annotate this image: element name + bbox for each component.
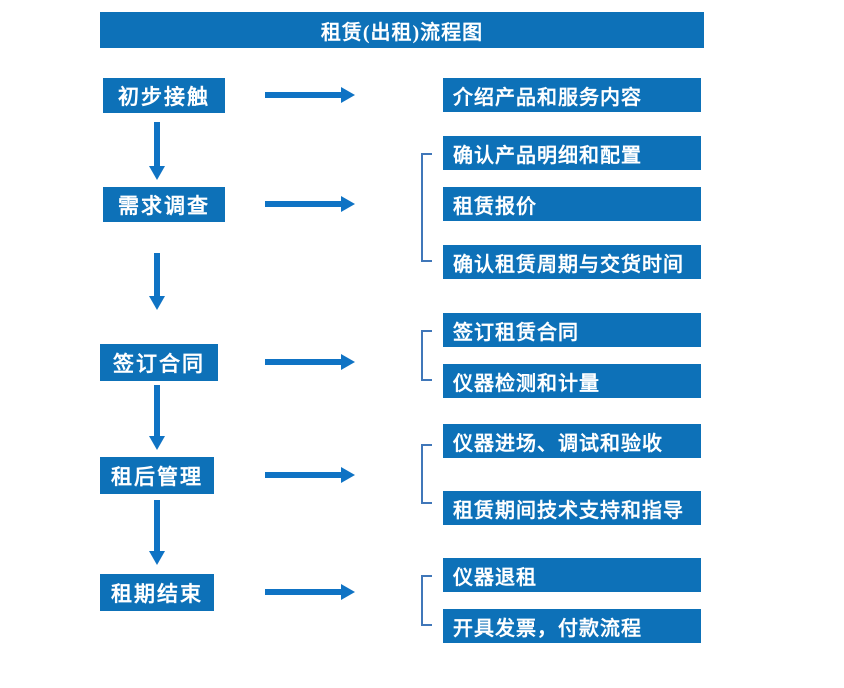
detail-box-tech-support: 租赁期间技术支持和指导	[443, 491, 701, 525]
arrow-down-line-2	[154, 253, 160, 296]
arrow-down-icon-3	[149, 436, 165, 450]
detail-box-confirm-config: 确认产品明细和配置	[443, 136, 701, 170]
step-box-initial-contact: 初步接触	[103, 78, 225, 113]
arrow-right-icon-1	[341, 87, 355, 103]
step-box-demand-survey: 需求调查	[103, 187, 225, 222]
detail-box-invoice-payment: 开具发票，付款流程	[443, 609, 701, 643]
bracket-post-rental-details	[421, 444, 432, 504]
bracket-demand-survey-details	[421, 153, 432, 262]
arrow-down-icon-4	[149, 551, 165, 565]
flowchart-title: 租赁(出租)流程图	[100, 12, 704, 48]
arrow-right-line-3	[265, 359, 341, 365]
arrow-right-line-2	[265, 201, 341, 207]
detail-box-instrument-setup: 仪器进场、调试和验收	[443, 424, 701, 458]
arrow-right-line-5	[265, 589, 341, 595]
detail-box-instrument-return: 仪器退租	[443, 558, 701, 592]
arrow-down-line-3	[154, 385, 160, 436]
arrow-right-line-1	[265, 92, 341, 98]
arrow-down-line-4	[154, 500, 160, 551]
detail-box-rental-quote: 租赁报价	[443, 187, 701, 221]
arrow-down-icon-2	[149, 296, 165, 310]
arrow-right-icon-2	[341, 196, 355, 212]
step-box-post-rental: 租后管理	[100, 457, 214, 494]
detail-box-introduce-products: 介绍产品和服务内容	[443, 78, 701, 112]
detail-box-sign-rental-contract: 签订租赁合同	[443, 313, 701, 347]
step-box-sign-contract: 签订合同	[100, 344, 218, 381]
arrow-down-line-1	[154, 122, 160, 166]
detail-box-confirm-period: 确认租赁周期与交货时间	[443, 245, 701, 279]
arrow-right-line-4	[265, 472, 341, 478]
arrow-right-icon-4	[341, 467, 355, 483]
bracket-rental-end-details	[421, 575, 432, 626]
arrow-right-icon-5	[341, 584, 355, 600]
arrow-down-icon-1	[149, 166, 165, 180]
detail-box-instrument-testing: 仪器检测和计量	[443, 364, 701, 398]
step-box-rental-end: 租期结束	[100, 574, 214, 611]
bracket-sign-contract-details	[421, 330, 432, 381]
arrow-right-icon-3	[341, 354, 355, 370]
